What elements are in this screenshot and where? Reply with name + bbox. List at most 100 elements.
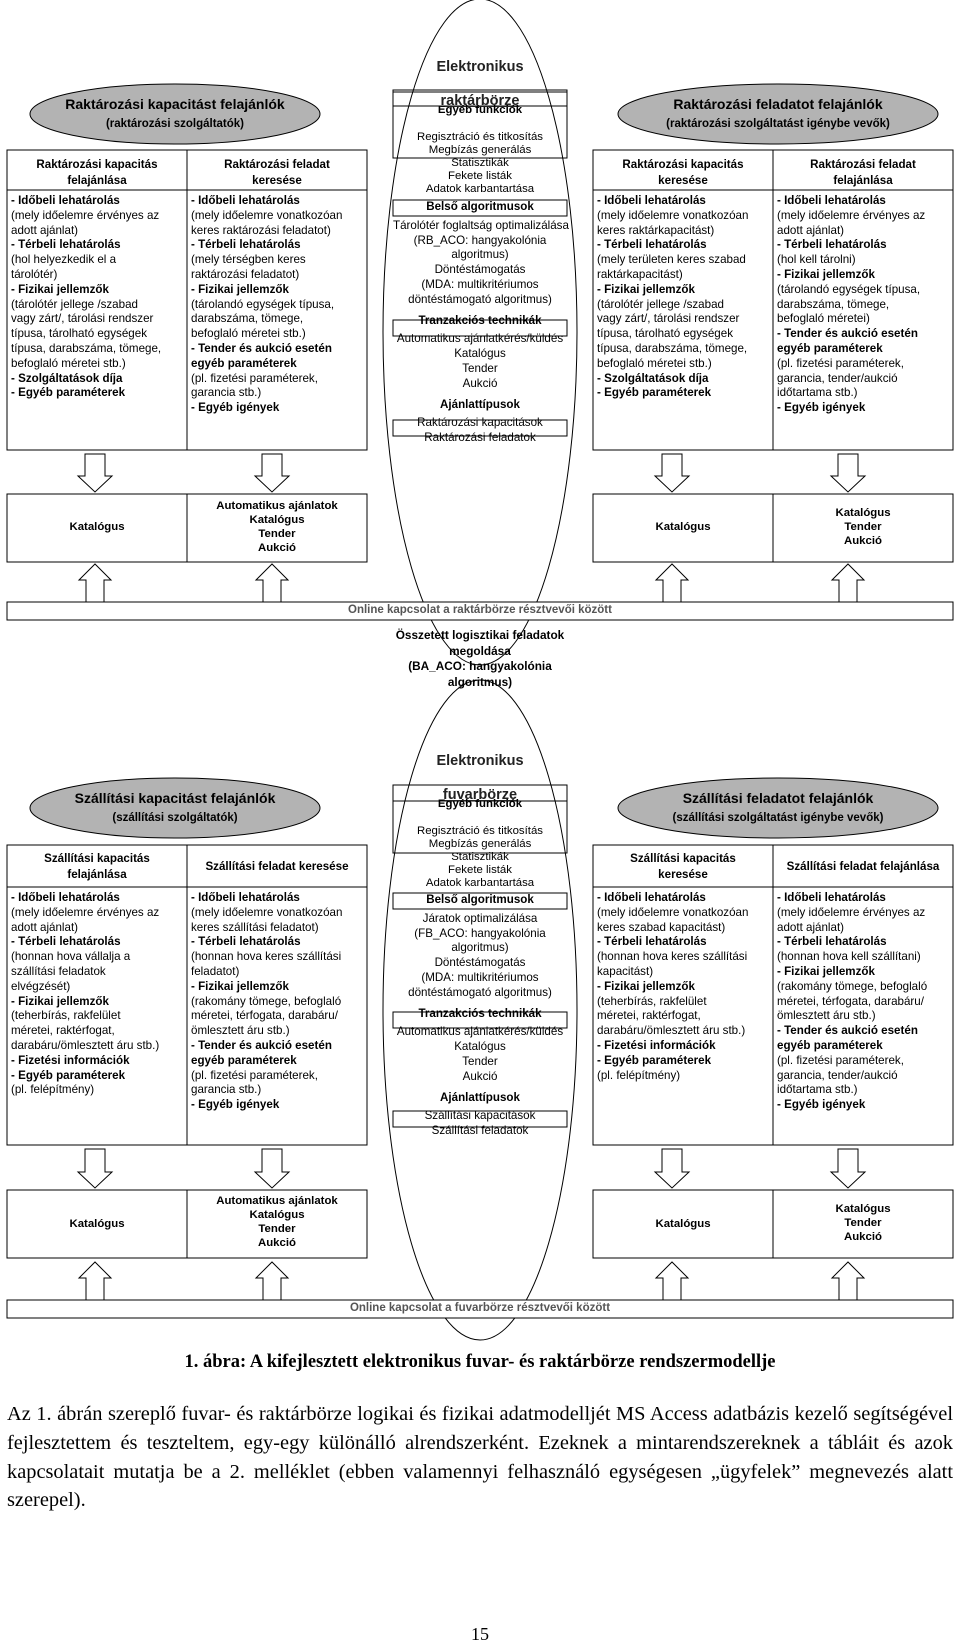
fb-egyeb-title: Egyéb funkciók [437, 798, 523, 811]
list-item: - Tender és aukció esetén [191, 1038, 332, 1052]
list-item: típusa, darabszáma, tömege, [11, 341, 162, 355]
fb-right-banner-sub: (szállítási szolgáltatást igénybe vevők) [672, 812, 884, 824]
list-item: - Térbeli lehatárolás [11, 238, 121, 252]
fb-bottom-3: Katalógus [655, 1218, 711, 1230]
list-item: - Egyéb paraméterek [597, 386, 712, 400]
list-item: Tender [462, 1054, 498, 1068]
list-item: Járatok optimalizálása [422, 911, 538, 925]
list-item: - Fizikai jellemzők [597, 282, 695, 296]
list-item: - Fizikai jellemzők [11, 282, 109, 296]
list-item: (MDA: multikritériumos [421, 277, 539, 291]
list-item: - Időbeli lehatárolás [191, 194, 300, 207]
list-item: (pl. fizetési paraméterek, [191, 1068, 318, 1082]
list-item: - Időbeli lehatárolás [597, 194, 706, 207]
list-item: (mely időelemre vonatkozóan [597, 905, 749, 919]
list-item: (teherbírás, rakfelület [597, 994, 707, 1008]
list-item: - Fizikai jellemzők [597, 979, 695, 993]
list-item: Megbízás generálás [428, 837, 532, 850]
list-item: - Egyéb igények [777, 1098, 866, 1112]
rb-egyeb-title: Egyéb funkciók [437, 104, 523, 117]
list-item: - Térbeli lehatárolás [191, 935, 301, 949]
list-item: (mely területen keres szabad [597, 253, 746, 267]
list-item: - Időbeli lehatárolás [191, 891, 300, 904]
fb-center-ellipse [382, 679, 578, 1341]
fb-bottom-4: Katalógus Tender Aukció [835, 1203, 891, 1243]
fb-online-text: Online kapcsolat a fuvarbörze résztvevői… [349, 1302, 611, 1314]
fb-left-banner-title: Szállítási kapacitást felajánlók [74, 790, 276, 806]
fb-title: Elektronikus fuvarbörze [400, 736, 560, 821]
section-heading: Tranzakciós technikák [418, 313, 542, 327]
list-item: - Időbeli lehatárolás [777, 891, 886, 904]
list-item: (pl. felépítmény) [11, 1083, 95, 1097]
rb-title-line1: Elektronikus [436, 59, 524, 75]
list-item: - Tender és aukció esetén [777, 1024, 918, 1038]
list-item: Fekete listák [448, 864, 512, 877]
list-item: Raktározási kapacitások [417, 416, 543, 430]
fb-bottom-2: Automatikus ajánlatok Katalógus Tender A… [216, 1195, 338, 1249]
list-item: (honnan hova keres szállítási [191, 950, 342, 964]
list-item: darabáru/ömlesztett áru stb.) [597, 1024, 746, 1038]
rb-right-banner-title: Raktározási feladatot felajánlók [673, 96, 883, 112]
fb-up-arrows [77, 1261, 866, 1301]
fb-title-line1: Elektronikus [436, 753, 524, 769]
rb-col-header-2: Raktározási feladat keresése [224, 158, 330, 187]
rb-center-ellipse [382, 0, 578, 666]
rb-egyeb-box: Egyéb funkciók Regisztráció és titkosítá… [393, 91, 567, 210]
fb-left-banner-sub: (szállítási szolgáltatók) [112, 812, 238, 824]
list-item: (hol helyezkedik el a [11, 253, 117, 267]
list-item: - Fizikai jellemzők [777, 964, 875, 978]
list-item: típusa, tárolható egységek [11, 327, 147, 341]
list-item: Automatikus ajánlatkérés/küldés [396, 332, 564, 346]
list-item: Adatok karbantartása [425, 877, 535, 890]
fb-egyeb-box: Egyéb funkciók Regisztráció és titkosítá… [393, 785, 567, 904]
list-item: (mely időelemre vonatkozóan [191, 905, 343, 919]
list-item: méretei, raktérfogat, [597, 1009, 701, 1023]
list-item: típusa, tárolható egységek [597, 327, 733, 341]
list-item: (MDA: multikritériumos [421, 970, 539, 984]
list-item: darabszáma, tömege, [191, 312, 304, 326]
list-item: Aukció [462, 376, 498, 390]
list-item: adott ajánlat) [777, 920, 845, 934]
list-item: Statisztikák [451, 851, 509, 864]
list-item: egyéb paraméterek [777, 1038, 883, 1052]
list-item: darabáru/ömlesztett áru stb.) [11, 1038, 160, 1052]
rb-bottom-4: Katalógus Tender Aukció [835, 507, 891, 547]
section-heading: Ajánlattípusok [440, 1090, 520, 1104]
list-item: (pl. fizetési paraméterek, [191, 371, 318, 385]
fb-online-bar [6, 1299, 954, 1319]
list-item: Adatok karbantartása [425, 183, 535, 196]
list-item: (pl. fizetési paraméterek, [777, 356, 904, 370]
list-item: Regisztráció és titkosítás [417, 130, 543, 143]
list-item: adott ajánlat) [11, 223, 79, 237]
list-item: Aukció [462, 1069, 498, 1083]
middle-text: Összetett logisztikai feladatok megoldás… [395, 628, 565, 689]
list-item: keres szállítási feladatot) [191, 920, 319, 934]
list-item: - Egyéb igények [777, 401, 866, 415]
list-item: - Térbeli lehatárolás [11, 935, 121, 949]
list-item: döntéstámogató algoritmus) [408, 985, 552, 999]
body-paragraph: Az 1. ábrán szereplő fuvar- és raktárbör… [7, 1403, 953, 1512]
list-item: - Térbeli lehatárolás [597, 935, 707, 949]
list-item: - Egyéb igények [191, 401, 280, 415]
list-item: Raktározási feladatok [424, 431, 536, 445]
list-item: adott ajánlat) [11, 920, 79, 934]
fb-col1: - Időbeli lehatárolás(mely időelemre érv… [11, 891, 159, 1098]
rb-right-banner [617, 83, 939, 145]
list-item: időtartama stb.) [777, 1083, 858, 1097]
list-item: (mely térségben keres [191, 253, 306, 267]
list-item: befoglaló méretei) [777, 312, 870, 326]
list-item: Statisztikák [451, 157, 509, 170]
rb-col4: - Időbeli lehatárolás(mely időelemre érv… [777, 194, 925, 416]
list-item: garancia stb.) [191, 386, 262, 400]
list-item: befoglaló méretei stb.) [11, 356, 126, 370]
list-item: kapacitást) [597, 964, 654, 978]
list-item: befoglaló méretei stb.) [191, 327, 306, 341]
list-item: egyéb paraméterek [191, 356, 297, 370]
list-item: algoritmus) [451, 248, 509, 262]
fb-bottom-1: Katalógus [69, 1218, 125, 1230]
fb-col2: - Időbeli lehatárolás(mely időelemre von… [191, 891, 342, 1113]
figure-caption: 1. ábra: A kifejlesztett elektronikus fu… [184, 1352, 776, 1372]
